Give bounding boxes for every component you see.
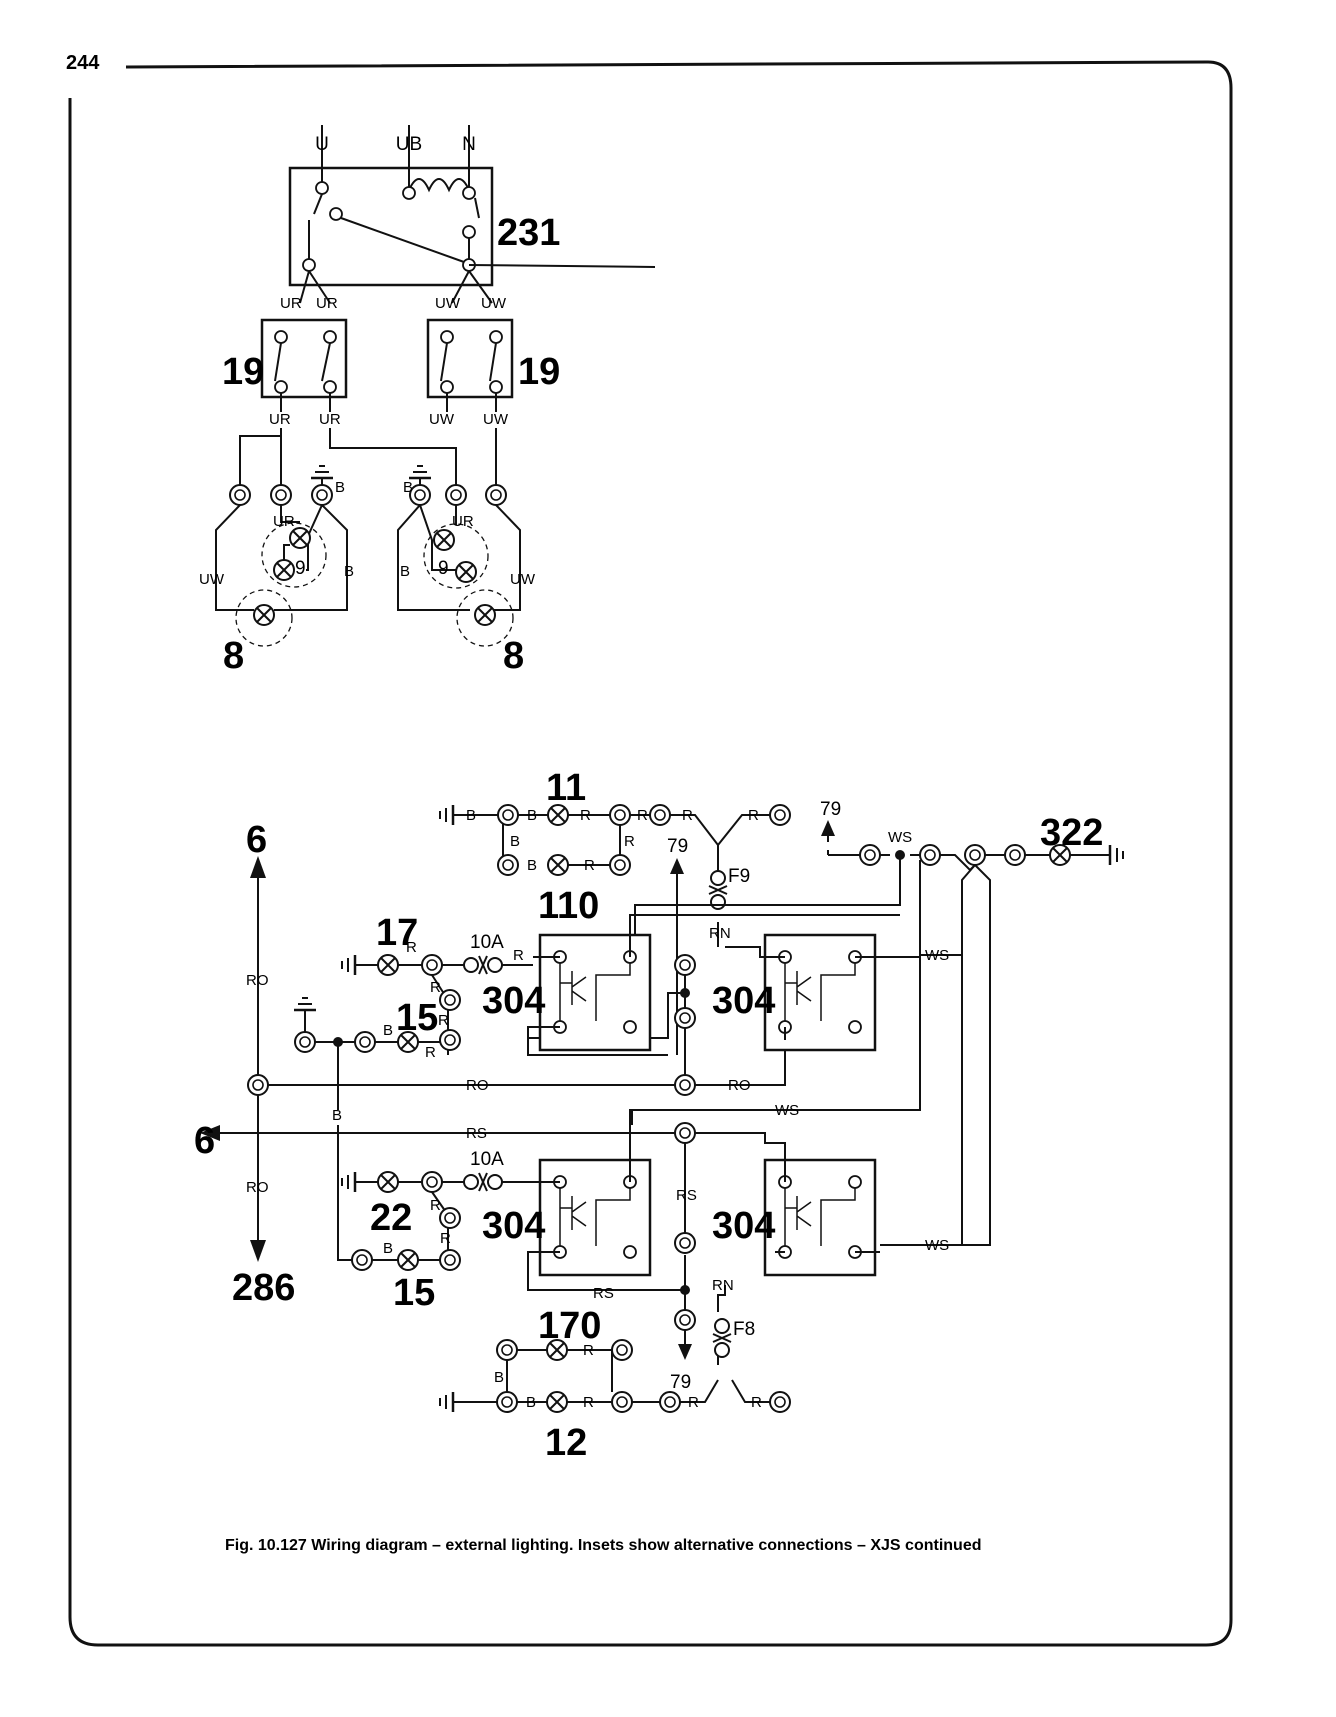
wire-label-r: R (430, 1197, 441, 1214)
component-label-11: 11 (546, 767, 586, 809)
component-label-6-left: 6 (194, 1120, 215, 1162)
main-diagram: B B R R R R B R B R 11 110 F9 RN 79 79 W… (194, 767, 1125, 1464)
wire-label-b: B (526, 1394, 536, 1411)
component-label-15-lower: 15 (393, 1272, 435, 1314)
page-number: 244 (66, 52, 100, 74)
wire-label-r: R (425, 1044, 436, 1061)
component-label-79: 79 (670, 1372, 691, 1393)
switch-19-right (426, 318, 514, 412)
wire-label-b: B (400, 563, 410, 580)
wire-label-ws: WS (775, 1102, 799, 1119)
page-frame: 244 (66, 52, 1233, 1647)
component-label-79: 79 (820, 799, 841, 820)
fuse-label-f9: F9 (728, 866, 750, 887)
wire-label-b: B (383, 1022, 393, 1039)
wire-label-r: R (584, 857, 595, 874)
wire-label-ro: RO (246, 1179, 269, 1196)
wire-label-ws: WS (888, 829, 912, 846)
wire-label-rs: RS (466, 1125, 487, 1142)
wire-label-ro: RO (466, 1077, 489, 1094)
wire-label-b: B (332, 1107, 342, 1124)
component-label-79: 79 (667, 836, 688, 857)
component-label-12: 12 (545, 1422, 587, 1464)
figure-caption: Fig. 10.127 Wiring diagram – external li… (225, 1537, 981, 1554)
wire-label-ro: RO (246, 972, 269, 989)
component-label-22: 22 (370, 1197, 412, 1239)
component-label-231: 231 (497, 212, 560, 254)
component-label-8-left: 8 (223, 635, 244, 677)
wire-label-r: R (406, 939, 417, 956)
wire-label-rs: RS (676, 1187, 697, 1204)
wire-label-ur: UR (273, 513, 295, 530)
component-label-19-right: 19 (518, 351, 560, 393)
wire-label-uw: UW (481, 295, 507, 312)
component-label-286: 286 (232, 1267, 295, 1309)
top-inset: U UB N 231 UR UR UW UW 19 19 UR (199, 125, 656, 677)
wire-label-r: R (430, 979, 441, 996)
component-label-17: 17 (376, 912, 418, 954)
wire-label-u: U (315, 134, 329, 155)
wire-label-r: R (688, 1394, 699, 1411)
wire-label-b: B (494, 1369, 504, 1386)
component-label-110: 110 (538, 885, 599, 927)
wire-label-uw: UW (429, 411, 455, 428)
component-label-19-left: 19 (222, 351, 264, 393)
wire-label-b: B (527, 857, 537, 874)
wire-label-rn: RN (709, 925, 731, 942)
wire-label-b: B (527, 807, 537, 824)
component-label-15: 15 (396, 997, 438, 1039)
wire-label-b: B (344, 563, 354, 580)
wire-label-r: R (624, 833, 635, 850)
wire-label-b: B (510, 833, 520, 850)
wire-label-uw: UW (483, 411, 509, 428)
wire-label-r: R (583, 1394, 594, 1411)
wire-label-uw: UW (435, 295, 461, 312)
wire-label-b: B (383, 1240, 393, 1257)
wire-label-r: R (580, 807, 591, 824)
wire-label-rn: RN (712, 1277, 734, 1294)
wire-label-ur: UR (269, 411, 291, 428)
wire-label-r: R (637, 807, 648, 824)
wire-label-r: R (748, 807, 759, 824)
component-label-304-a: 304 (482, 980, 545, 1022)
wire-label-ws: WS (925, 1237, 949, 1254)
relay-231 (288, 125, 656, 304)
fuse-label-f8: F8 (733, 1319, 755, 1340)
component-label-8-right: 8 (503, 635, 524, 677)
wire-label-r: R (682, 807, 693, 824)
wire-label-ur: UR (280, 295, 302, 312)
fuse-label-10a: 10A (470, 1149, 504, 1170)
wire-label-r: R (438, 1012, 449, 1029)
component-label-6-top: 6 (246, 819, 267, 861)
component-label-304-b: 304 (712, 980, 775, 1022)
wire-label-r: R (513, 947, 524, 964)
wire-label-b: B (335, 479, 345, 496)
wire-label-n: N (462, 134, 476, 155)
wire-label-ur: UR (316, 295, 338, 312)
wire-label-r: R (751, 1394, 762, 1411)
component-label-322: 322 (1040, 812, 1103, 854)
wire-label-ro: RO (728, 1077, 751, 1094)
fuse-label-10a: 10A (470, 932, 504, 953)
wire-label-ws: WS (925, 947, 949, 964)
component-label-170: 170 (538, 1305, 601, 1347)
component-label-9-left: 9 (295, 558, 306, 579)
wire-label-b: B (403, 479, 413, 496)
wire-label-uw: UW (510, 571, 536, 588)
component-label-9-right: 9 (438, 558, 449, 579)
wire-label-rs: RS (593, 1285, 614, 1302)
component-label-304-d: 304 (712, 1205, 775, 1247)
wire-label-uw: UW (199, 571, 225, 588)
wire-label-ub: UB (396, 134, 422, 155)
wire-label-ur: UR (452, 513, 474, 530)
switch-19-left (260, 318, 348, 412)
wire-label-r: R (440, 1230, 451, 1247)
component-label-304-c: 304 (482, 1205, 545, 1247)
wire-label-b: B (466, 807, 476, 824)
wire-label-ur: UR (319, 411, 341, 428)
wire-label-r: R (583, 1342, 594, 1359)
